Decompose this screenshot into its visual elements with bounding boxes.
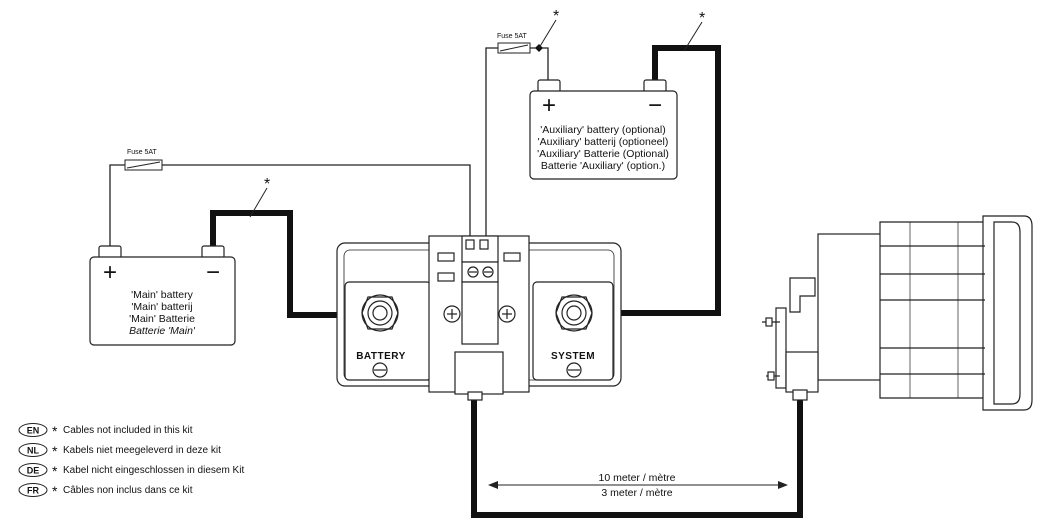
asterisk-leader-main — [249, 187, 268, 218]
legend-item-fr: FR * Câbles non inclus dans ce kit — [18, 483, 193, 499]
aux-fuse-wire — [530, 47, 549, 82]
monitor-clamp — [775, 307, 787, 389]
aux-battery-pos-terminal — [537, 79, 561, 93]
legend-asterisk-fr: * — [52, 483, 58, 499]
main-neg-cable — [210, 210, 362, 318]
legend-item-de: DE * Kabel nicht eingeschlossen in diese… — [18, 463, 244, 479]
legend-text-de: Kabel nicht eingeschlossen in diesem Kit — [63, 465, 244, 476]
aux-fuse-label: Fuse 5AT — [497, 33, 528, 40]
legend-code-nl: NL — [27, 446, 39, 456]
legend-text-fr: Câbles non inclus dans ce kit — [63, 485, 193, 496]
asterisk-aux: * — [699, 10, 705, 27]
distance-marker: 10 meter / mètre 3 meter / mètre — [488, 472, 788, 499]
shunt — [336, 235, 622, 401]
legend-text-en: Cables not included in this kit — [63, 425, 193, 436]
asterisk-leader-aux-fuse — [538, 19, 557, 49]
aux-battery-neg-terminal — [643, 79, 667, 93]
legend-asterisk-en: * — [52, 423, 58, 439]
asterisk-leader-aux — [683, 21, 703, 52]
main-battery: + − 'Main' battery 'Main' batterij 'Main… — [89, 245, 236, 346]
aux-battery-line-1: 'Auxiliary' battery (optional) — [540, 124, 665, 136]
main-battery-line-4: Batterie 'Main' — [129, 325, 196, 337]
main-battery-line-2: 'Main' batterij — [131, 301, 192, 313]
aux-battery-line-2: 'Auxiliary' batterij (optioneel) — [538, 136, 669, 148]
aux-battery-line-3: 'Auxiliary' Batterie (Optional) — [537, 148, 669, 160]
aux-battery: + − 'Auxiliary' battery (optional) 'Auxi… — [529, 79, 678, 180]
thin-wires — [109, 47, 549, 248]
legend-code-en: EN — [27, 426, 40, 436]
shunt-battery-label: BATTERY — [356, 351, 406, 362]
main-battery-minus: − — [206, 259, 220, 286]
legend-item-en: EN * Cables not included in this kit — [18, 423, 193, 439]
aux-battery-plus: + — [542, 92, 556, 119]
main-battery-line-1: 'Main' battery — [131, 289, 194, 301]
aux-battery-line-4: Batterie 'Auxiliary' (option.) — [541, 160, 665, 172]
main-battery-plus: + — [103, 259, 117, 286]
aux-fuse-wire-2 — [485, 47, 498, 240]
main-battery-body — [89, 256, 236, 346]
legend-code-fr: FR — [27, 486, 39, 496]
main-fuse-label: Fuse 5AT — [127, 149, 158, 156]
monitor-rear-housing — [817, 233, 887, 381]
display-cable — [471, 398, 803, 518]
monitor-connector — [785, 351, 819, 393]
legend-asterisk-nl: * — [52, 443, 58, 459]
main-fuse: Fuse 5AT — [124, 149, 163, 171]
thick-cables — [210, 45, 803, 518]
legend-text-nl: Kabels niet meegeleverd in deze kit — [63, 445, 221, 456]
aux-neg-cable — [598, 45, 721, 316]
aux-battery-body — [529, 90, 678, 180]
distance-line-2: 3 meter / mètre — [601, 487, 672, 499]
main-fuse-wire — [109, 164, 125, 248]
legend: EN * Cables not included in this kit NL … — [18, 423, 244, 499]
aux-battery-minus: − — [648, 92, 662, 119]
main-battery-pos-terminal — [98, 245, 122, 259]
distance-line-1: 10 meter / mètre — [598, 472, 675, 484]
main-battery-neg-terminal — [201, 245, 225, 259]
asterisk-aux-fuse: * — [553, 8, 559, 25]
main-fuse-wire-2 — [162, 164, 471, 240]
battery-monitor — [762, 215, 1033, 411]
asterisk-main: * — [264, 176, 270, 193]
shunt-connector — [454, 351, 504, 395]
main-battery-line-3: 'Main' Batterie — [129, 313, 195, 325]
legend-code-de: DE — [27, 466, 40, 476]
legend-asterisk-de: * — [52, 463, 58, 479]
shunt-system-label: SYSTEM — [551, 351, 595, 362]
legend-item-nl: NL * Kabels niet meegeleverd in deze kit — [18, 443, 221, 459]
aux-fuse: Fuse 5AT — [497, 33, 543, 54]
